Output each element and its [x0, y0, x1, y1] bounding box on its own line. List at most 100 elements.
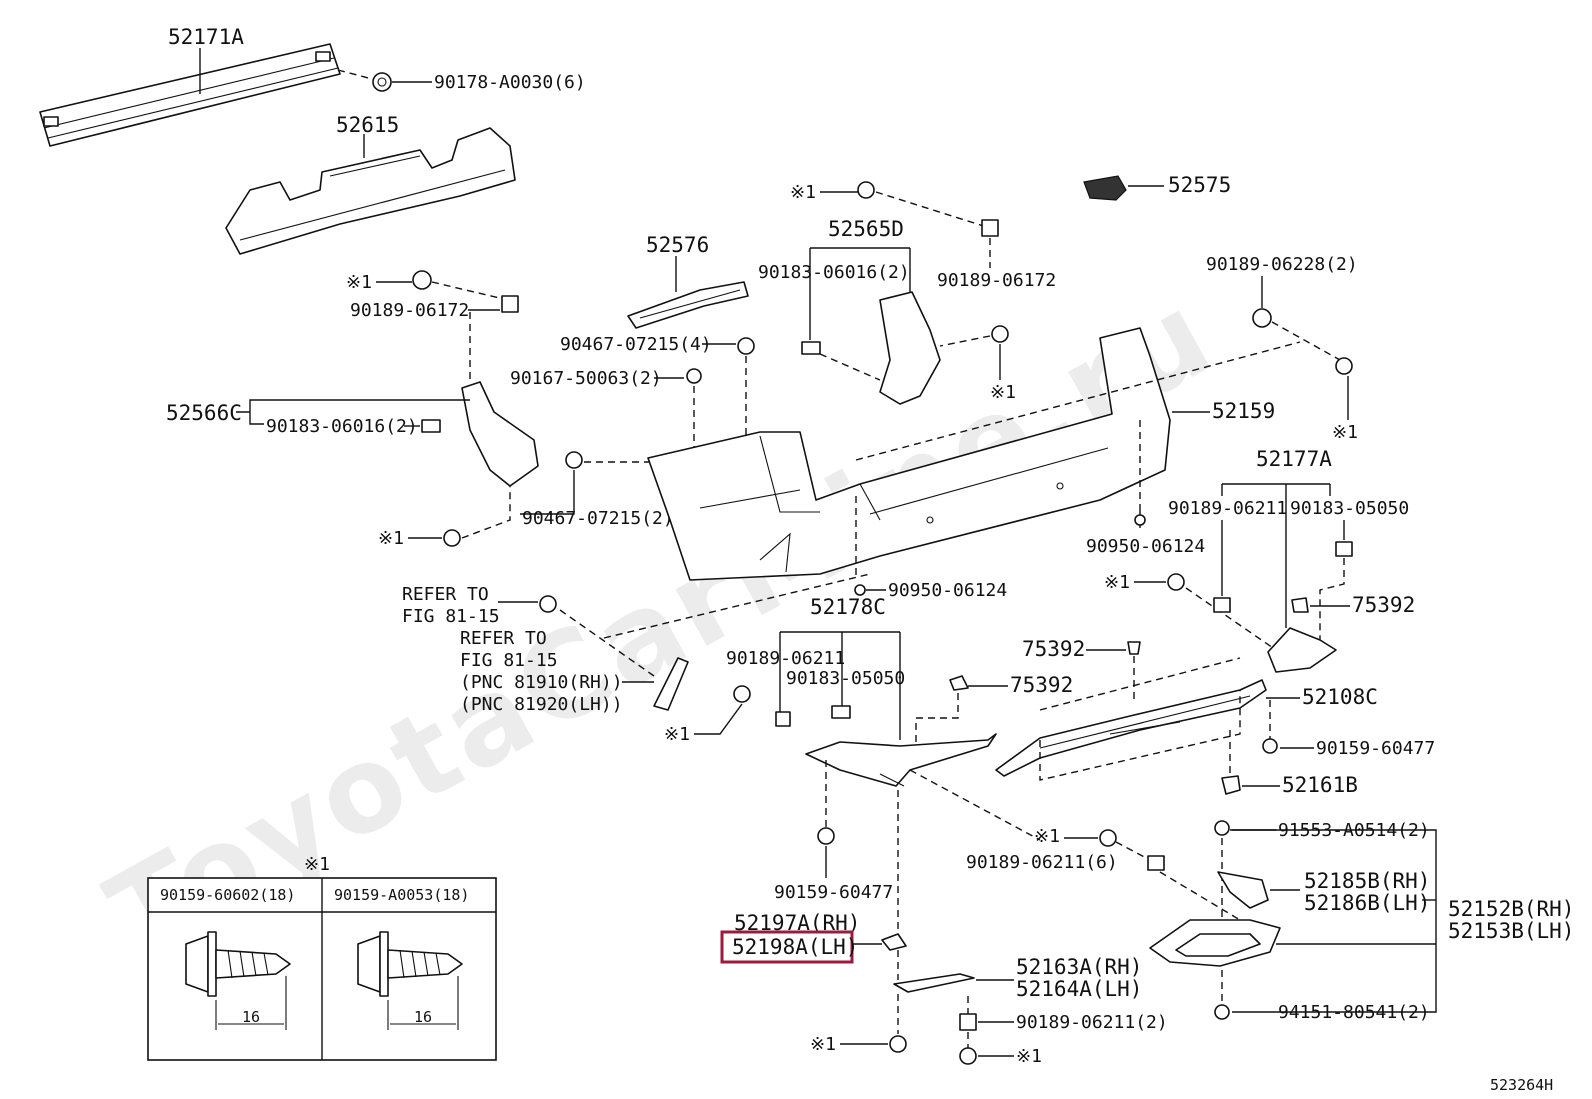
bolt-icon [412, 270, 432, 290]
part-52575-clip[interactable] [1083, 175, 1127, 201]
note-mark: ※1 [790, 182, 816, 203]
label-90167-50063[interactable]: 90167-50063(2) [510, 368, 662, 389]
note-mark: ※1 [1332, 422, 1358, 443]
label-90189-06211-2[interactable]: 90189-06211(2) [1016, 1012, 1168, 1033]
clip-nut-icon [1335, 541, 1353, 557]
label-52178C[interactable]: 52178C [810, 595, 886, 619]
note-mark: ※1 [346, 272, 372, 293]
label-52171A[interactable]: 52171A [168, 25, 244, 49]
bolt-icon [185, 931, 291, 997]
label-75392-a[interactable]: 75392 [1022, 637, 1085, 661]
label-52565D[interactable]: 52565D [828, 217, 904, 241]
bolt-icon [733, 685, 751, 703]
clip-icon [1214, 1004, 1230, 1020]
clip-icon [1221, 775, 1241, 795]
part-52615-absorber[interactable] [225, 127, 516, 255]
part-52185B-bracket[interactable] [1217, 871, 1269, 909]
bolt-icon [539, 595, 557, 613]
refer-to-2-line2[interactable]: FIG 81-15 [460, 650, 558, 671]
label-52153B[interactable]: 52153B(LH) [1448, 919, 1574, 943]
label-90950-06124-right[interactable]: 90950-06124 [1086, 536, 1205, 557]
bolt-table-mark: ※1 [304, 854, 330, 875]
screw-icon [686, 368, 702, 384]
clip-icon [1291, 597, 1309, 613]
screw-icon [1214, 820, 1230, 836]
label-52198A[interactable]: 52198A(LH) [732, 935, 858, 959]
clip-nut-icon [981, 219, 999, 237]
label-90183-06016-top[interactable]: 90183-06016(2) [758, 262, 910, 283]
refer-to-2-line3: (PNC 81910(RH)) [460, 672, 623, 693]
label-90467-07215-4[interactable]: 90467-07215(4) [560, 334, 712, 355]
label-52152B[interactable]: 52152B(RH) [1448, 897, 1574, 921]
note-mark: ※1 [1016, 1046, 1042, 1067]
clip-icon [737, 337, 755, 355]
bolt-icon [857, 181, 875, 199]
part-52108C-lower-cover[interactable] [995, 679, 1267, 777]
refer-to-2-line4: (PNC 81920(LH)) [460, 694, 623, 715]
label-52108C[interactable]: 52108C [1302, 685, 1378, 709]
screw-icon [1262, 738, 1278, 754]
clip-nut-icon [421, 419, 441, 433]
label-90178-A0030[interactable]: 90178-A0030(6) [434, 72, 586, 93]
label-52566C[interactable]: 52566C [166, 401, 242, 425]
bolt-icon [443, 529, 461, 547]
refer-to-1-line2[interactable]: FIG 81-15 [402, 606, 500, 627]
label-52177A[interactable]: 52177A [1256, 447, 1332, 471]
label-52163A[interactable]: 52163A(RH) [1016, 955, 1142, 979]
part-reflector[interactable] [653, 657, 689, 711]
label-90183-05050-right[interactable]: 90183-05050 [1290, 498, 1409, 519]
part-52566C-bracket[interactable] [461, 381, 539, 487]
part-52159-bumper-cover[interactable] [647, 327, 1171, 581]
bolt-icon [959, 1047, 977, 1065]
label-90189-06211-center[interactable]: 90189-06211 [726, 648, 845, 669]
label-52185B[interactable]: 52185B(RH) [1304, 869, 1430, 893]
label-90189-06211-right[interactable]: 90189-06211 [1168, 498, 1287, 519]
part-52177A-bracket[interactable] [1267, 627, 1337, 673]
part-52163A-retainer[interactable] [893, 973, 975, 993]
refer-to-2-line1: REFER TO [460, 628, 547, 649]
label-52161B[interactable]: 52161B [1282, 773, 1358, 797]
label-90467-07215-2[interactable]: 90467-07215(2) [522, 508, 674, 529]
label-52186B[interactable]: 52186B(LH) [1304, 891, 1430, 915]
clip-nut-icon [775, 711, 791, 727]
label-90183-06016-left[interactable]: 90183-06016(2) [266, 416, 418, 437]
clip-nut-icon [801, 341, 821, 355]
label-52576[interactable]: 52576 [646, 233, 709, 257]
label-90189-06172-left[interactable]: 90189-06172 [350, 300, 469, 321]
bolt-table-dim-2: 16 [414, 1008, 432, 1026]
label-90183-05050-center[interactable]: 90183-05050 [786, 668, 905, 689]
label-75392-b[interactable]: 75392 [1010, 673, 1073, 697]
label-52159[interactable]: 52159 [1212, 399, 1275, 423]
note-mark: ※1 [810, 1034, 836, 1055]
part-52178C-garnish[interactable] [805, 733, 997, 787]
clip-icon [565, 451, 583, 469]
refer-to-1-line1: REFER TO [402, 584, 489, 605]
part-52198A-clip[interactable] [881, 933, 907, 951]
note-mark: ※1 [1034, 826, 1060, 847]
bolt-table-dim-1: 16 [242, 1008, 260, 1026]
note-mark: ※1 [1104, 572, 1130, 593]
clip-icon [949, 675, 969, 691]
bolt-icon [1099, 829, 1117, 847]
label-94151-80541[interactable]: 94151-80541(2) [1278, 1002, 1430, 1023]
figure-id: 523264H [1490, 1076, 1553, 1094]
label-90189-06211-6[interactable]: 90189-06211(6) [966, 852, 1118, 873]
label-90159-60477-center[interactable]: 90159-60477 [774, 882, 893, 903]
label-90159-60477-right[interactable]: 90159-60477 [1316, 738, 1435, 759]
label-52575[interactable]: 52575 [1168, 173, 1231, 197]
part-52171A-reinforcement[interactable] [39, 43, 341, 147]
label-90950-06124-center[interactable]: 90950-06124 [888, 580, 1007, 601]
screw-icon [889, 1035, 907, 1053]
label-75392-c[interactable]: 75392 [1352, 593, 1415, 617]
bolt-icon [1167, 573, 1185, 591]
label-52164A[interactable]: 52164A(LH) [1016, 977, 1142, 1001]
part-52152B-exhaust-garnish[interactable] [1149, 919, 1281, 967]
clip-nut-icon [831, 705, 851, 719]
label-90189-06172-top[interactable]: 90189-06172 [937, 270, 1056, 291]
part-52565D-bracket[interactable] [879, 291, 941, 405]
nut-icon [372, 72, 392, 92]
label-52615[interactable]: 52615 [336, 113, 399, 137]
label-90189-06228[interactable]: 90189-06228(2) [1206, 254, 1358, 275]
part-52576-bracket[interactable] [627, 281, 749, 329]
bolt-icon [1335, 357, 1353, 375]
